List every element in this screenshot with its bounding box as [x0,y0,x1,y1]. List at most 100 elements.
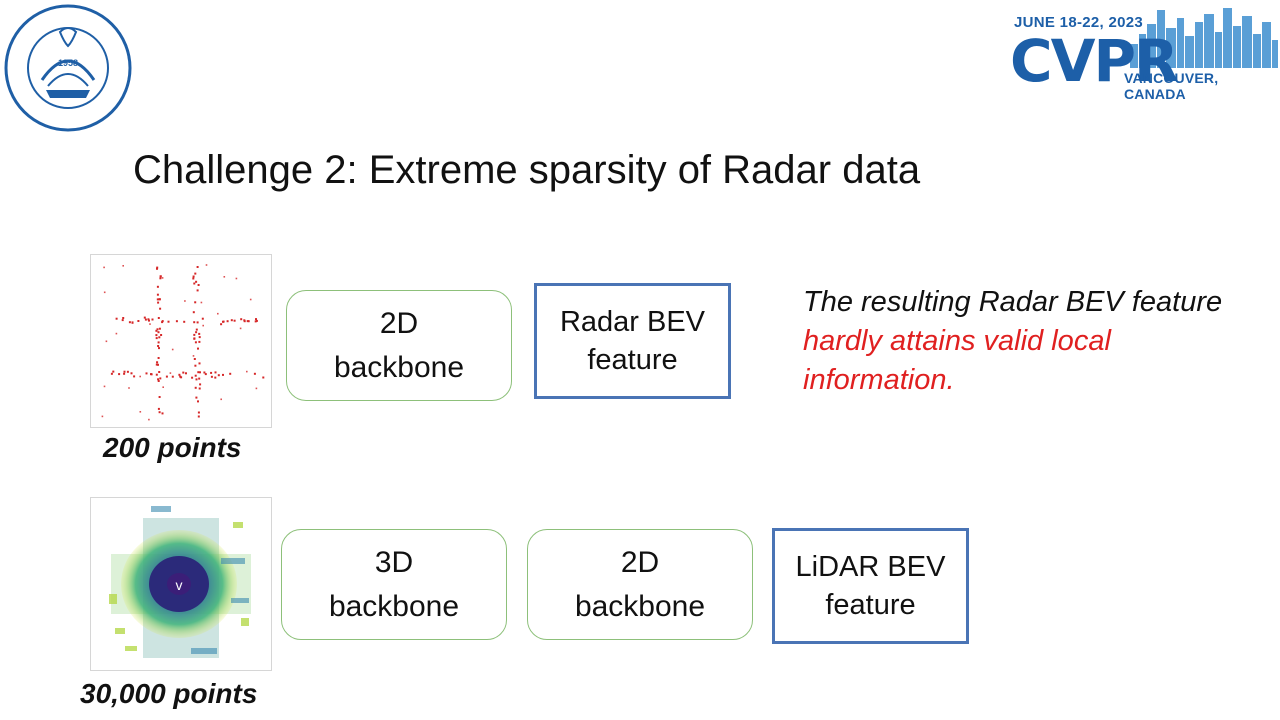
radar-point [220,398,222,401]
radar-point [171,348,174,351]
radar-point [159,277,162,280]
lidar-2d-backbone-line1: 2D [620,545,660,579]
radar-point [123,370,126,373]
svg-text:v: v [176,577,183,593]
radar-point [233,319,236,322]
lidar-3d-backbone-line2: backbone [328,589,460,623]
radar-point [103,385,106,388]
radar-point [151,318,154,321]
radar-point [195,328,198,331]
lidar-2d-backbone-box: 2D backbone [527,529,753,640]
radar-point [193,333,196,336]
radar-point [240,318,243,321]
radar-point [165,375,168,378]
radar-point [254,320,257,323]
radar-point [150,373,153,376]
radar-point [158,347,160,350]
radar-point [122,317,125,319]
conference-location: VANCOUVER, CANADA [1124,70,1219,102]
radar-point [156,293,159,296]
radar-point [217,374,220,377]
radar-point [155,329,158,332]
radar-point [133,375,136,378]
radar-point [162,386,164,388]
radar-point [139,375,141,378]
radar-point [161,412,164,415]
radar-point [161,277,164,279]
radar-point [195,378,198,381]
lidar-points-caption: 30,000 points [80,678,258,709]
radar-point [197,400,199,403]
radar-bev-feature-line2: feature [587,344,678,376]
radar-point [199,371,201,374]
radar-point [155,363,158,366]
university-seal-icon: 1958 [4,4,132,132]
radar-point [197,411,200,414]
radar-point [193,321,196,324]
radar-point [157,357,160,359]
radar-point [193,358,196,360]
radar-point [226,320,229,323]
radar-point [183,320,186,323]
radar-point [255,319,258,322]
radar-points-caption: 200 points [103,432,242,463]
radar-point [214,376,217,379]
radar-point [156,328,159,331]
radar-point [156,361,158,363]
radar-point [158,298,161,301]
radar-point [193,337,196,340]
radar-point [202,324,204,327]
radar-point [157,378,160,381]
radar-point [191,376,194,379]
lidar-bev-feature-line2: feature [825,589,916,621]
radar-point [139,411,142,413]
radar-point [195,396,198,399]
radar-point [235,277,238,280]
radar-point [137,320,140,322]
radar-point-cloud-image [90,254,272,428]
radar-point [144,318,147,321]
radar-point [222,373,224,376]
radar-point [184,300,186,302]
radar-point [155,373,158,376]
radar-sparsity-note: The resulting Radar BEV feature hardly a… [803,283,1243,400]
radar-point [157,331,160,334]
radar-point [122,265,124,267]
radar-point [194,301,197,304]
radar-point [194,386,197,389]
radar-point [115,332,118,335]
radar-point [197,371,200,374]
conference-date: JUNE 18-22, 2023 [1014,14,1144,31]
radar-point [158,336,161,339]
radar-point [158,396,161,398]
radar-point [103,266,105,269]
radar-point [156,298,159,301]
radar-point [203,371,206,374]
slide-title: Challenge 2: Extreme sparsity of Radar d… [133,148,921,192]
lidar-2d-backbone-line2: backbone [574,589,706,623]
city-skyline-icon [1130,8,1278,68]
radar-point [155,337,158,340]
radar-point [230,319,233,322]
radar-point [101,415,104,418]
radar-point [110,372,113,375]
radar-point [128,387,130,389]
radar-point [255,387,258,390]
radar-point [118,373,121,376]
radar-point [197,347,199,350]
radar-point [205,264,208,266]
radar-point [147,318,150,321]
radar-point [210,371,213,374]
radar-point [156,267,158,270]
radar-point [196,289,199,292]
radar-point [253,372,256,375]
radar-point [158,327,161,330]
radar-points-plot [101,264,265,421]
radar-point [217,312,219,315]
radar-point [194,374,197,377]
radar-point [179,375,182,378]
radar-point [112,370,115,373]
radar-point [123,372,126,375]
radar-point [149,323,151,325]
radar-point [169,372,172,374]
